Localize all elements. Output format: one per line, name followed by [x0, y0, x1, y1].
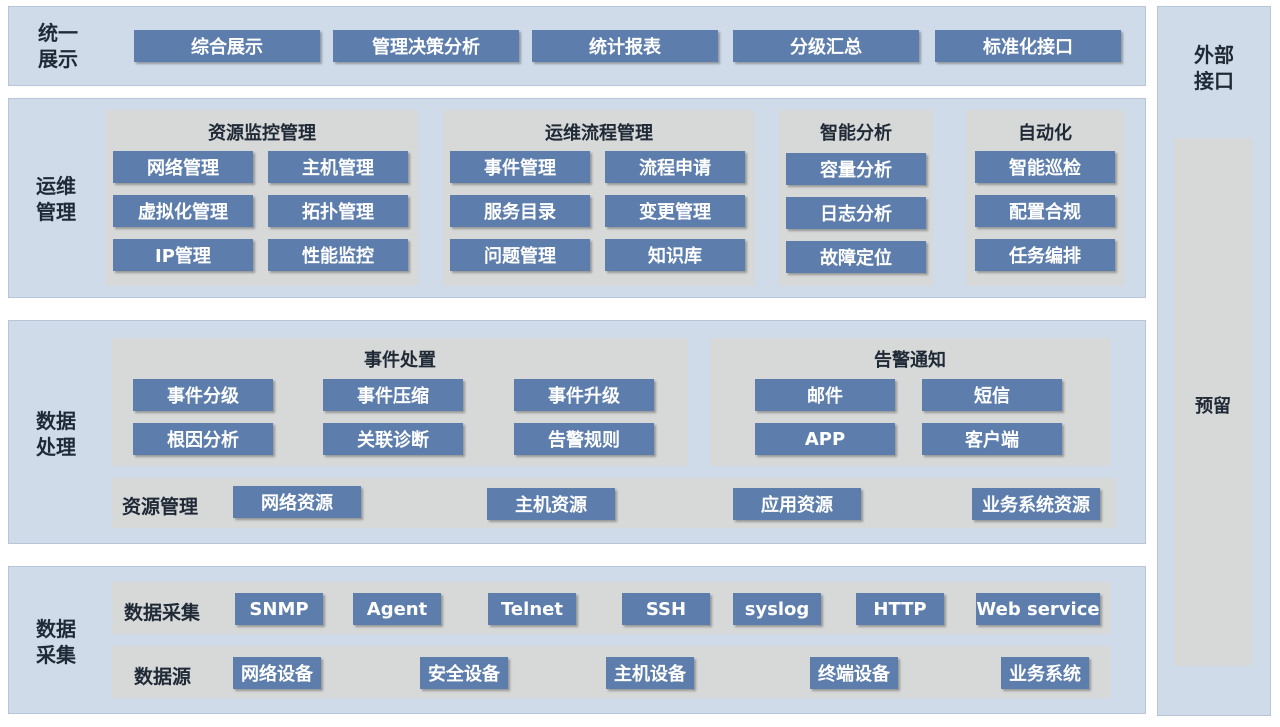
event-item-alert-rules: 告警规则 [514, 423, 654, 455]
layer-title-collection: 数据 采集 [36, 617, 76, 667]
layer-title-display: 统一 展示 [38, 21, 78, 71]
protocol-telnet: Telnet [488, 593, 576, 625]
layer-title-external: 外部 接口 [1194, 43, 1234, 93]
ops-item-performance: 性能监控 [268, 239, 408, 271]
panel-title-resource-monitoring: 资源监控管理 [208, 123, 316, 144]
ops-item-ip: IP管理 [113, 239, 253, 271]
ops-item-problem: 问题管理 [450, 239, 590, 271]
layer-title-processing: 数据 处理 [36, 409, 76, 459]
source-host-device: 主机设备 [606, 657, 694, 689]
protocol-agent: Agent [353, 593, 441, 625]
source-security-device: 安全设备 [420, 657, 508, 689]
event-item-grading: 事件分级 [133, 379, 273, 411]
alert-item-client: 客户端 [922, 423, 1062, 455]
label-data-collection: 数据采集 [124, 602, 201, 624]
panel-title-event-handling: 事件处置 [364, 350, 436, 371]
ops-item-change: 变更管理 [605, 195, 745, 227]
ops-item-incident: 事件管理 [450, 151, 590, 183]
resource-item-network: 网络资源 [233, 486, 361, 518]
ops-item-task-orchestration: 任务编排 [975, 239, 1115, 271]
panel-reserved [1174, 138, 1252, 666]
label-data-sources: 数据源 [134, 666, 192, 688]
ops-item-knowledge-base: 知识库 [605, 239, 745, 271]
source-network-device: 网络设备 [233, 657, 321, 689]
event-item-correlation: 关联诊断 [323, 423, 463, 455]
panel-title-automation: 自动化 [1018, 123, 1072, 144]
ops-item-process-request: 流程申请 [605, 151, 745, 183]
resource-item-business-system: 业务系统资源 [972, 488, 1100, 520]
event-item-compression: 事件压缩 [323, 379, 463, 411]
protocol-syslog: syslog [733, 593, 821, 625]
label-reserved: 预留 [1195, 396, 1231, 417]
protocol-ssh: SSH [622, 593, 710, 625]
layer-title-ops: 运维 管理 [36, 174, 76, 224]
ops-item-topology: 拓扑管理 [268, 195, 408, 227]
protocol-http: HTTP [856, 593, 944, 625]
label-resource-management: 资源管理 [122, 496, 199, 518]
display-item-statistics: 统计报表 [532, 30, 718, 62]
ops-item-host: 主机管理 [268, 151, 408, 183]
source-business-system: 业务系统 [1001, 657, 1089, 689]
protocol-snmp: SNMP [235, 593, 323, 625]
display-item-standard-interface: 标准化接口 [935, 30, 1121, 62]
panel-title-alert-notification: 告警通知 [874, 350, 946, 371]
ops-item-service-catalog: 服务目录 [450, 195, 590, 227]
alert-item-app: APP [755, 423, 895, 455]
event-item-escalation: 事件升级 [514, 379, 654, 411]
protocol-web-service: Web service [976, 593, 1100, 625]
display-item-hierarchical-summary: 分级汇总 [733, 30, 919, 62]
display-item-decision-analysis: 管理决策分析 [333, 30, 519, 62]
resource-item-application: 应用资源 [733, 488, 861, 520]
ops-item-network: 网络管理 [113, 151, 253, 183]
display-item-overview: 综合展示 [134, 30, 320, 62]
source-terminal-device: 终端设备 [810, 657, 898, 689]
ops-item-fault-location: 故障定位 [786, 241, 926, 273]
ops-item-capacity: 容量分析 [786, 153, 926, 185]
alert-item-email: 邮件 [755, 379, 895, 411]
event-item-root-cause: 根因分析 [133, 423, 273, 455]
ops-item-log: 日志分析 [786, 197, 926, 229]
ops-item-virtualization: 虚拟化管理 [113, 195, 253, 227]
ops-item-smart-inspection: 智能巡检 [975, 151, 1115, 183]
alert-item-sms: 短信 [922, 379, 1062, 411]
panel-title-ops-process: 运维流程管理 [545, 123, 653, 144]
ops-item-config-compliance: 配置合规 [975, 195, 1115, 227]
panel-title-intelligent-analysis: 智能分析 [820, 123, 892, 144]
resource-item-host: 主机资源 [487, 488, 615, 520]
